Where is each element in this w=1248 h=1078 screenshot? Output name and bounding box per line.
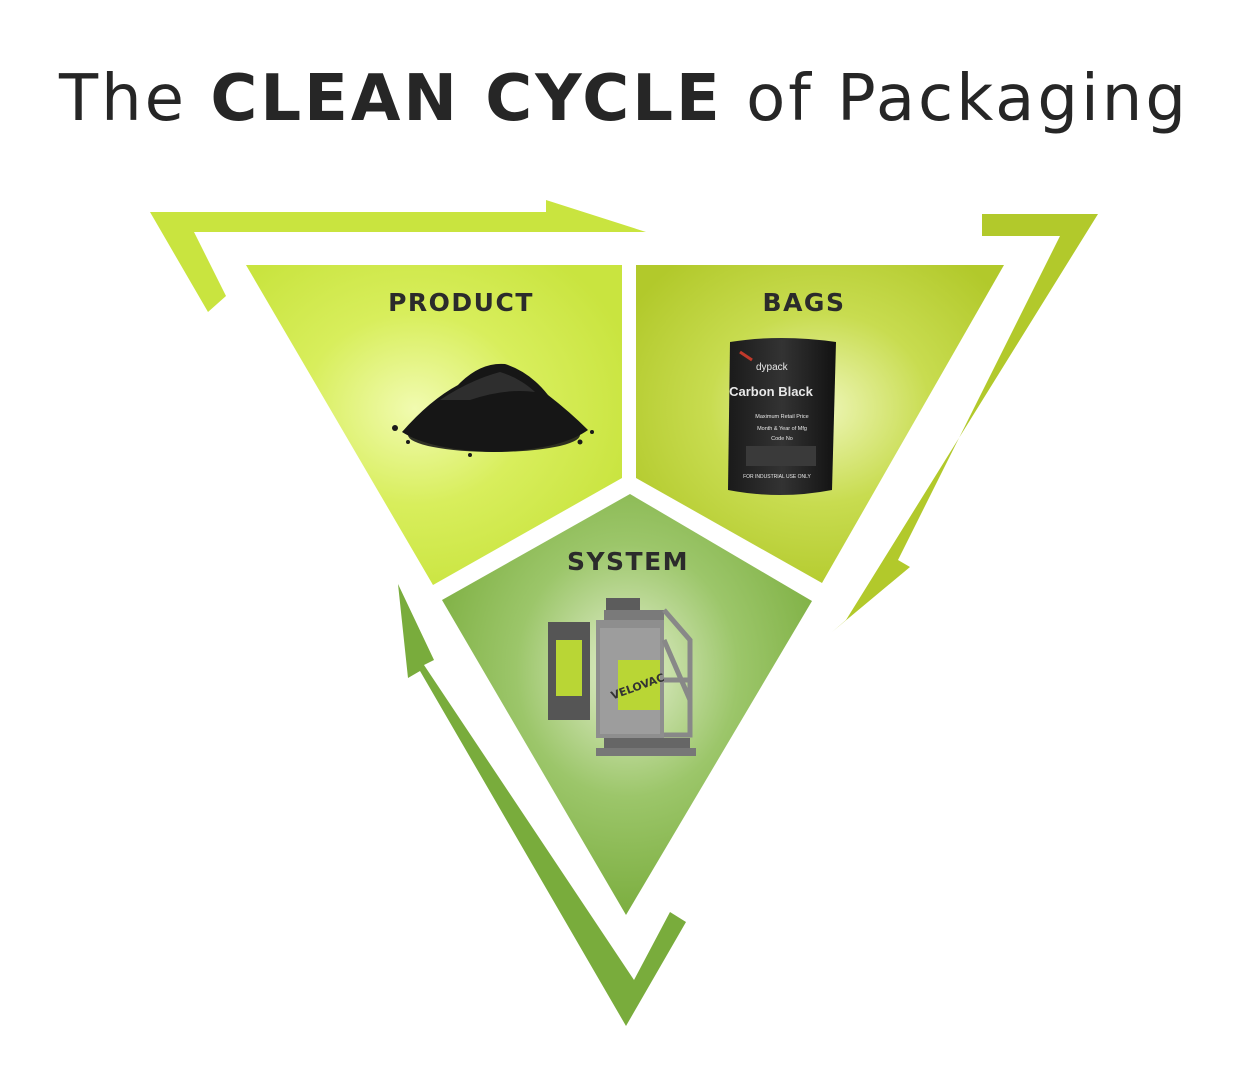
top-cycle-arrow bbox=[150, 200, 646, 312]
bag-footer: FOR INDUSTRIAL USE ONLY bbox=[743, 474, 811, 480]
carbon-black-bag: dypack Carbon Black Maximum Retail Price… bbox=[728, 338, 836, 495]
title-emphasis: CLEAN CYCLE bbox=[210, 62, 723, 136]
bag-line-3: Code No bbox=[771, 436, 793, 442]
title-prefix: The bbox=[59, 62, 211, 136]
carbon-powder-pile bbox=[392, 363, 594, 457]
bag-brand: dypack bbox=[756, 362, 789, 373]
title-suffix: of Packaging bbox=[722, 62, 1189, 136]
right-cycle-arrow bbox=[832, 214, 1098, 632]
product-label: PRODUCT bbox=[388, 288, 534, 317]
velovac-machine: VELOVAC bbox=[548, 598, 696, 756]
product-segment: PRODUCT bbox=[246, 265, 622, 585]
page-title: The CLEAN CYCLE of Packaging bbox=[0, 62, 1248, 136]
bag-line-2: Month & Year of Mfg bbox=[757, 426, 807, 432]
bag-line-1: Maximum Retail Price bbox=[755, 414, 808, 420]
system-label: SYSTEM bbox=[567, 547, 689, 576]
bag-product-name: Carbon Black bbox=[729, 384, 814, 399]
bags-segment: BAGS dypack Carbon Black Maximum Retail … bbox=[636, 265, 1004, 583]
system-segment: SYSTEM VELOVAC bbox=[442, 494, 812, 915]
bags-label: BAGS bbox=[763, 288, 846, 317]
